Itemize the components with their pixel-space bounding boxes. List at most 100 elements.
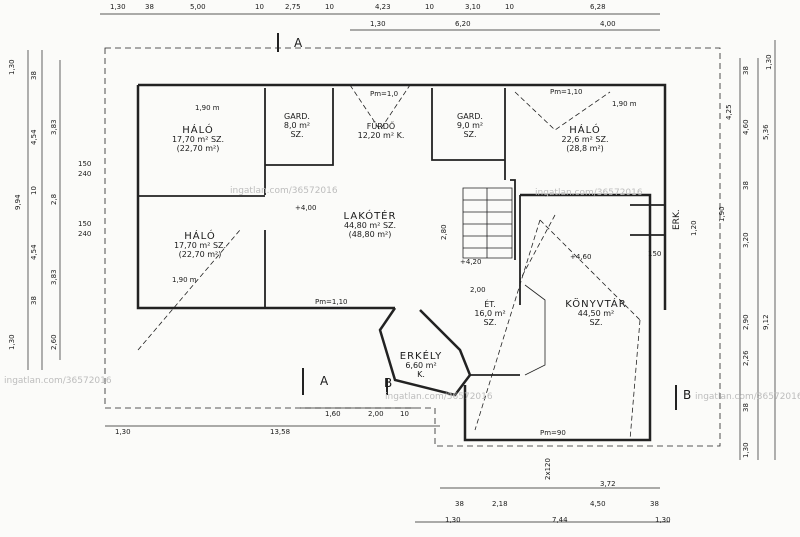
dim-label: 10 <box>400 410 409 418</box>
dim-label: 2,00 <box>470 286 486 294</box>
dim-label: 10 <box>505 3 514 11</box>
room-furdo: FÜRDŐ 12,20 m² K. <box>345 122 417 140</box>
width-label: 1,90 m <box>612 100 637 108</box>
room-name: ERKÉLY <box>399 351 443 362</box>
dim-label: 1,30 <box>115 428 131 436</box>
dim-label: 1,30 <box>655 516 671 524</box>
dim-label: 2,75 <box>285 3 301 11</box>
room-gard-2: GARD. 9,0 m² SZ. <box>448 112 492 139</box>
slope-lines <box>137 84 641 441</box>
section-marker-a: A <box>320 374 329 388</box>
room-area-type: SZ. <box>483 318 497 327</box>
dim-label: 10 <box>30 186 38 195</box>
room-halo-3: HÁLÓ 22,6 m² SZ. (28,8 m²) <box>555 125 615 154</box>
dim-label: 1,30 <box>765 54 773 70</box>
dim-label: 10 <box>325 3 334 11</box>
room-erkely: ERKÉLY 6,60 m² K. <box>396 351 446 380</box>
room-area-gross: (28,8 m²) <box>566 144 604 153</box>
dim-label: 2,18 <box>492 500 508 508</box>
dim-label: 3,10 <box>465 3 481 11</box>
section-marker-b: B <box>683 388 692 402</box>
dim-label: 4,25 <box>725 104 733 120</box>
room-area: 17,70 m² SZ. <box>173 241 227 250</box>
level-marker: +4,20 <box>460 258 482 266</box>
dim-label: 4,60 <box>742 119 750 135</box>
dim-label: 2,90 <box>742 314 750 330</box>
dim-label: 2,26 <box>742 350 750 366</box>
room-area-gross: (22,70 m²) <box>176 144 220 153</box>
room-name: GARD. <box>457 112 483 121</box>
room-gard-1: GARD. 8,0 m² SZ. <box>275 112 319 139</box>
room-name: KÖNYVTÁR <box>565 299 627 310</box>
room-area: 9,0 m² <box>456 121 484 130</box>
dim-label: 9,12 <box>762 314 770 330</box>
room-area-type: SZ. <box>290 130 304 139</box>
pm-label: Pm=1,10 <box>315 298 348 306</box>
room-area-type: SZ. <box>589 318 603 327</box>
width-label: 1,90 m <box>195 104 220 112</box>
inner-walls <box>138 88 666 376</box>
room-area: 12,20 m² K. <box>357 131 405 140</box>
roof-outline <box>104 47 721 447</box>
dim-label: 5,00 <box>190 3 206 11</box>
dim-label: 9,94 <box>14 194 22 210</box>
room-name: HÁLÓ <box>182 125 214 136</box>
room-area: 44,50 m² <box>577 309 615 318</box>
dim-label: 2,80 <box>440 224 448 240</box>
dim-label: 13,58 <box>270 428 291 436</box>
room-halo-2: HÁLÓ 17,70 m² SZ. (22,70 m²) <box>168 232 232 260</box>
dim-label: 1,20 <box>690 220 698 236</box>
room-halo-1: HÁLÓ 17,70 m² SZ. (22,70 m²) <box>168 125 228 154</box>
dim-label: 10 <box>425 3 434 11</box>
watermark: ingatlan.com/36572016 <box>385 392 493 402</box>
dim-label: 6,20 <box>455 20 471 28</box>
room-area-type: SZ. <box>463 130 477 139</box>
dim-label: 1,30 <box>8 59 16 75</box>
section-marker-b: B <box>384 376 393 390</box>
room-area: 16,0 m² <box>474 309 506 318</box>
dimension-lines <box>27 13 776 523</box>
dim-label: 38 <box>455 500 464 508</box>
dim-label: 3,20 <box>742 232 750 248</box>
dim-label: 4,50 <box>590 500 606 508</box>
section-lines <box>277 33 677 410</box>
outer-walls <box>136 83 667 442</box>
dim-label: 2,60 <box>50 334 58 350</box>
dim-label: 4,54 <box>30 129 38 145</box>
dim-label: 38 <box>742 403 750 412</box>
dim-label: 1,30 <box>445 516 461 524</box>
watermark: ingatlan.com/36572016 <box>4 376 112 386</box>
pm-label: Pm=90 <box>540 429 566 437</box>
dim-label: 38 <box>30 296 38 305</box>
room-et: ÉT. 16,0 m² SZ. <box>470 300 510 327</box>
dim-label: 38 <box>742 181 750 190</box>
dim-label: 6,28 <box>590 3 606 11</box>
room-konyvtar: KÖNYVTÁR 44,50 m² SZ. <box>560 299 632 328</box>
pm-label: Pm=1,10 <box>550 88 583 96</box>
dim-label: 10 <box>255 3 264 11</box>
room-erk: ERK. <box>672 209 682 230</box>
room-area: 6,60 m² <box>405 361 437 370</box>
room-name: HÁLÓ <box>569 125 601 136</box>
dim-label: 4,00 <box>600 20 616 28</box>
dim-label: 3,72 <box>600 480 616 488</box>
dim-label: 3,83 <box>50 269 58 285</box>
dim-label: 2x120 <box>544 458 552 480</box>
dim-label: 1,30 <box>8 334 16 350</box>
dim-label: 4,23 <box>375 3 391 11</box>
dim-label: 2,00 <box>368 410 384 418</box>
room-area: 44,80 m² SZ. <box>343 221 397 230</box>
section-marker-a: A <box>294 36 303 50</box>
dim-label: 2,8 <box>50 193 58 205</box>
pm-label: Pm=1,0 <box>370 90 399 98</box>
dim-label: 1,30 <box>742 442 750 458</box>
dim-label: 4,54 <box>30 244 38 260</box>
room-name: LAKÓTÉR <box>343 211 397 222</box>
room-lakoter: LAKÓTÉR 44,80 m² SZ. (48,80 m²) <box>330 211 410 240</box>
room-name: ÉT. <box>484 300 496 309</box>
room-name: GARD. <box>284 112 310 121</box>
dim-label: 38 <box>742 66 750 75</box>
room-area: 8,0 m² <box>283 121 311 130</box>
dim-label: 38 <box>650 500 659 508</box>
